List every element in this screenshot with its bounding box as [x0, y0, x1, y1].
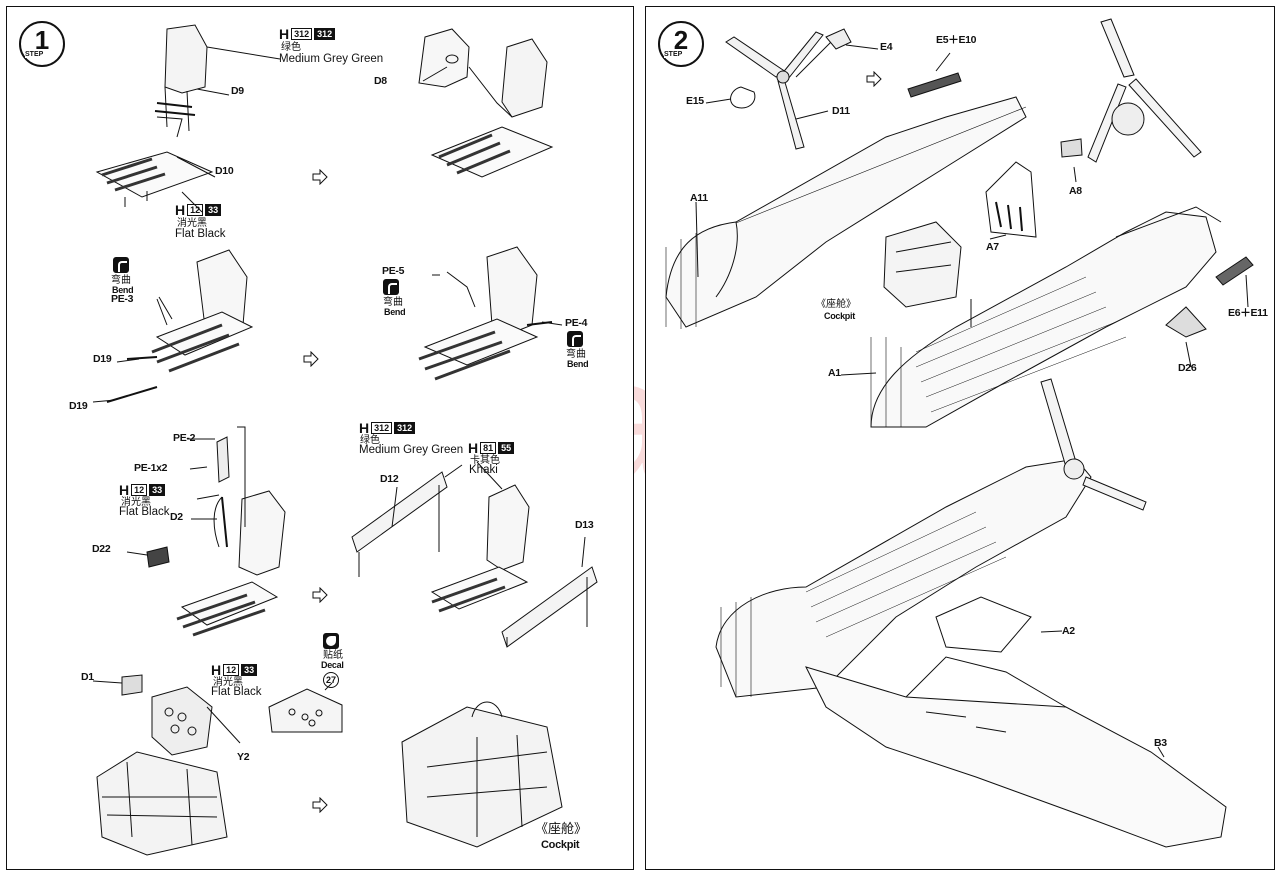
paint-brand: H — [119, 482, 130, 498]
paint-callout-grey-green: H 312 312 — [279, 26, 336, 42]
paint-brand: H — [359, 420, 370, 436]
bend-label-cn: 弯曲 — [111, 275, 131, 286]
part-label-a1: A1 — [828, 367, 841, 379]
paint-callout-flat-black: H 12 33 — [211, 662, 258, 678]
paint-code: 12 — [187, 204, 204, 216]
part-label-d2: D2 — [170, 511, 183, 523]
paint-code: 12 — [131, 484, 148, 496]
part-label-d9: D9 — [231, 85, 244, 97]
cockpit-caption-en: Cockpit — [824, 311, 855, 321]
paint-code-alt: 312 — [394, 422, 416, 434]
paint-name-en: Medium Grey Green — [359, 444, 464, 456]
next-arrow-icon — [312, 797, 328, 813]
paint-code: 12 — [223, 664, 240, 676]
step-number: 2 — [673, 25, 689, 55]
paint-name-cn: 消光黑 — [213, 677, 243, 688]
decal-label-cn: 贴纸 — [323, 650, 343, 661]
part-label-d19: D19 — [69, 400, 88, 412]
bend-label-cn: 弯曲 — [566, 349, 586, 360]
cockpit-caption-cn: 《座舱》 — [816, 299, 856, 310]
part-label-pe2: PE-2 — [173, 432, 196, 444]
part-label-e4: E4 — [880, 41, 893, 53]
step-number: 1 — [34, 25, 50, 55]
step-2-drawing — [665, 18, 1254, 848]
paint-code-alt: 33 — [241, 664, 258, 676]
paint-brand: H — [468, 440, 479, 456]
step-1-badge: 1 STEP — [19, 21, 65, 67]
paint-name-cn: 绿色 — [281, 42, 301, 53]
bend-label-cn: 弯曲 — [383, 297, 403, 308]
paint-code: 81 — [480, 442, 497, 454]
next-arrow-icon — [312, 169, 328, 185]
paint-callout-grey-green: H 312 312 — [359, 420, 416, 436]
bend-icon — [567, 331, 583, 347]
paint-code: 312 — [371, 422, 393, 434]
decal-icon — [323, 633, 339, 649]
cockpit-caption-en: Cockpit — [541, 839, 580, 851]
bend-label-en: Bend — [567, 359, 589, 369]
decal-number: 27 — [323, 672, 339, 688]
part-label-a2: A2 — [1062, 625, 1075, 637]
paint-code-alt: 312 — [314, 28, 336, 40]
part-label-pe1x2: PE-1x2 — [134, 462, 168, 474]
paint-brand: H — [211, 662, 222, 678]
paint-code: 312 — [291, 28, 313, 40]
part-label-y2: Y2 — [237, 751, 250, 763]
step-1-drawing — [92, 24, 598, 856]
decal-label-en: Decal — [321, 660, 344, 670]
step-2-badge: 2 STEP — [658, 21, 704, 67]
step-2-panel: 2 STEP E4 E5＋E10 E15 D11 A11 A8 A7 E6＋E1… — [645, 6, 1275, 870]
paint-name-en: Flat Black — [119, 506, 170, 518]
part-label-d22: D22 — [92, 543, 111, 555]
paint-callout-khaki: H 81 55 — [468, 440, 515, 456]
part-label-d8: D8 — [374, 75, 387, 87]
paint-code-alt: 33 — [205, 204, 222, 216]
paint-callout-flat-black: H 12 33 — [119, 482, 166, 498]
step-1-panel: 1 STEP D9 D10 D8 PE-3 D19 D19 PE-5 PE-4 … — [6, 6, 634, 870]
paint-name-cn: 消光黑 — [177, 218, 207, 229]
bend-label-en: Bend — [384, 307, 406, 317]
part-label-d10: D10 — [215, 165, 234, 177]
part-label-d12: D12 — [380, 473, 399, 485]
step-word: STEP — [25, 51, 44, 58]
bend-icon — [383, 279, 399, 295]
paint-name-cn: 绿色 — [360, 435, 380, 446]
part-label-a11: A11 — [690, 192, 708, 204]
next-arrow-icon — [866, 71, 882, 87]
paint-code-alt: 55 — [498, 442, 515, 454]
part-label-e6-e11: E6＋E11 — [1228, 307, 1268, 319]
part-label-e15: E15 — [686, 95, 704, 107]
part-label-e5-e10: E5＋E10 — [936, 34, 977, 46]
paint-brand: H — [175, 202, 186, 218]
bend-icon — [113, 257, 129, 273]
paint-name-en: Flat Black — [175, 228, 226, 240]
part-label-pe3: PE-3 — [111, 293, 134, 305]
cockpit-caption-cn: 《座舱》 — [535, 821, 588, 836]
bend-label-en: Bend — [112, 285, 134, 295]
part-label-d19: D19 — [93, 353, 112, 365]
paint-name-en: Medium Grey Green — [279, 53, 384, 65]
paint-name-en: Khaki — [469, 464, 498, 476]
paint-brand: H — [279, 26, 290, 42]
step-word: STEP — [664, 51, 683, 58]
paint-callout-flat-black: H 12 33 — [175, 202, 222, 218]
paint-name-cn: 消光黑 — [121, 497, 151, 508]
paint-code-alt: 33 — [149, 484, 166, 496]
paint-name-cn: 卡其色 — [470, 455, 500, 466]
next-arrow-icon — [303, 351, 319, 367]
next-arrow-icon — [312, 587, 328, 603]
part-label-d13: D13 — [575, 519, 594, 531]
part-label-d11: D11 — [832, 105, 850, 117]
part-label-a8: A8 — [1069, 185, 1082, 197]
part-label-b3: B3 — [1154, 737, 1167, 749]
part-label-d1: D1 — [81, 671, 94, 683]
part-label-pe5: PE-5 — [382, 265, 405, 277]
part-label-d26: D26 — [1178, 362, 1197, 374]
paint-name-en: Flat Black — [211, 686, 262, 698]
part-label-pe4: PE-4 — [565, 317, 588, 329]
part-label-a7: A7 — [986, 241, 999, 253]
